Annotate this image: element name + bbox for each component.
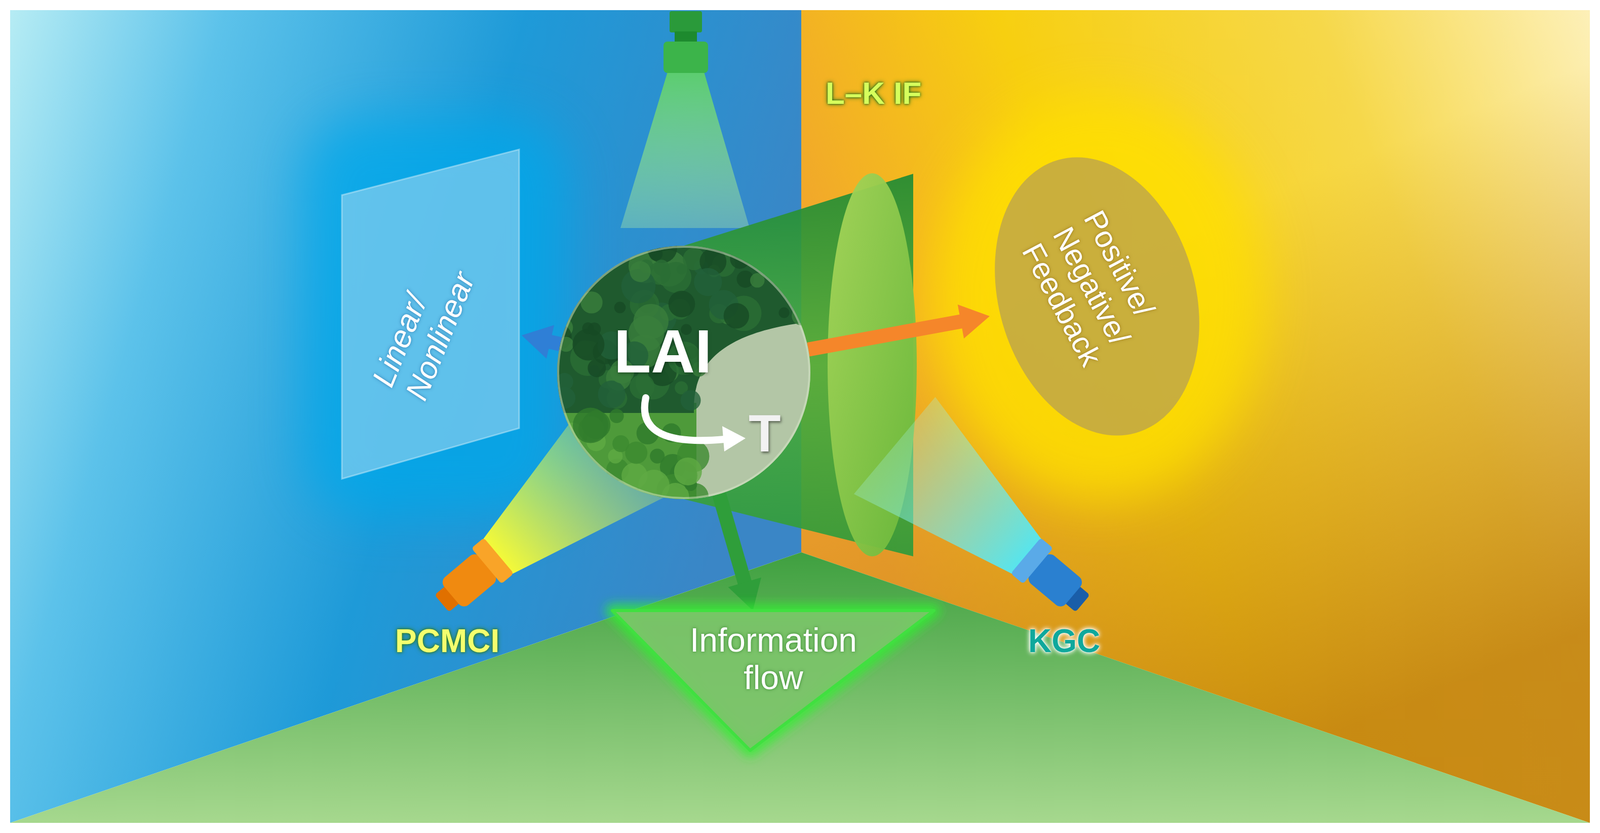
feedback-ellipse: Positive/ Negative/ Feedback	[989, 148, 1205, 445]
block-arrow	[521, 325, 561, 359]
triangle-text: Information flow	[672, 621, 875, 697]
method-label: L–K IF	[825, 74, 922, 111]
forest-texture	[557, 245, 811, 413]
lai-text: LAI	[613, 320, 712, 382]
t-text: T	[748, 406, 782, 460]
lai-circle: LAI T	[557, 245, 811, 499]
linear-panel: Linear/ Nonlinear	[336, 146, 522, 482]
method-label: KGC	[1028, 621, 1101, 660]
block-arrow	[808, 304, 990, 350]
information-triangle: Information flow	[612, 610, 934, 751]
cycle-arrow	[644, 397, 725, 441]
block-arrow	[719, 493, 762, 611]
method-label: PCMCI	[395, 621, 500, 660]
